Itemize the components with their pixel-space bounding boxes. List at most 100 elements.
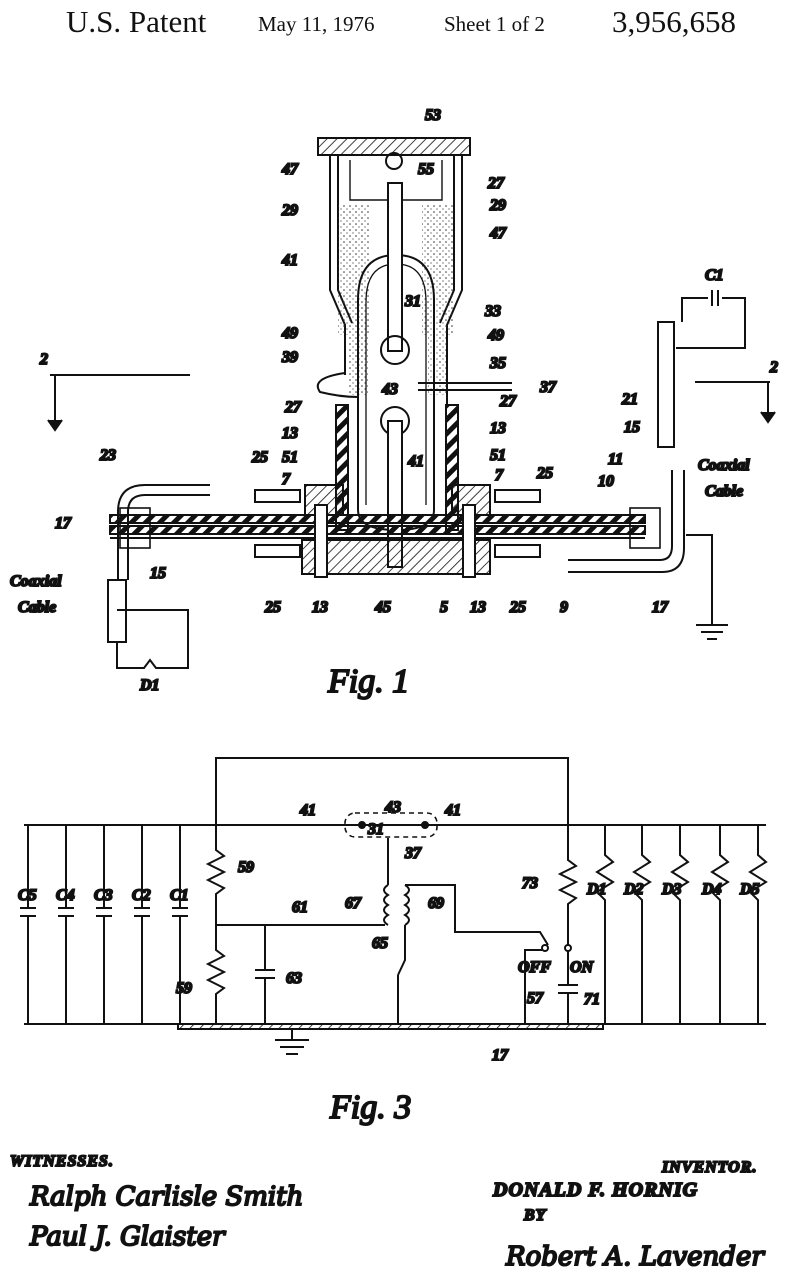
diode-d1 — [595, 825, 615, 1024]
label-23: 23 — [99, 447, 116, 464]
label-17: 17 — [492, 1047, 509, 1064]
label-d1: D1 — [586, 881, 607, 898]
label-5: 5 — [440, 599, 448, 616]
resistor-73 — [557, 825, 579, 945]
capacitor-c1 — [172, 825, 188, 1024]
label-c3: C3 — [94, 887, 113, 904]
label-57: 57 — [527, 990, 544, 1007]
label-7: 7 — [495, 467, 504, 484]
switch-57 — [524, 949, 542, 1024]
capacitor-c5 — [20, 825, 36, 1024]
label-c4: C4 — [56, 887, 75, 904]
label-41: 41 — [444, 802, 461, 819]
electrode-upper-41 — [387, 182, 403, 352]
label-d3: D3 — [661, 881, 682, 898]
label-37: 37 — [404, 845, 422, 862]
label-51: 51 — [490, 447, 506, 464]
label-31: 31 — [404, 293, 421, 310]
inventor-label: INVENTOR. — [661, 1159, 757, 1176]
label-27: 27 — [499, 393, 517, 410]
coaxial-cable-right-label: Coaxial — [698, 457, 750, 474]
outer-wall-right — [446, 155, 463, 405]
label-c1: C1 — [705, 267, 724, 284]
coaxial-cable-left-label: Coaxial — [10, 573, 62, 590]
label-c1: C1 — [170, 887, 189, 904]
label-17: 17 — [652, 599, 669, 616]
plate-10 — [109, 525, 646, 535]
label-25: 25 — [264, 599, 281, 616]
signature-block: WITNESSES. Ralph Carlisle Smith Paul J. … — [9, 1152, 766, 1273]
label-13: 13 — [490, 420, 506, 437]
rod-21 — [657, 321, 675, 448]
by-label: BY — [523, 1207, 547, 1224]
label-43: 43 — [381, 381, 398, 398]
label-d2: D2 — [623, 881, 644, 898]
label-69: 69 — [428, 895, 444, 912]
label-59: 59 — [238, 859, 254, 876]
label-49: 49 — [281, 325, 298, 342]
label-27: 27 — [284, 399, 302, 416]
label-17: 17 — [55, 515, 72, 532]
ground-strap-17 — [177, 1023, 604, 1030]
label-59: 59 — [176, 980, 192, 997]
figure3-caption: Fig. 3 — [329, 1089, 411, 1126]
sheet-indicator: Sheet 1 of 2 — [444, 12, 545, 36]
inventor-name: DONALD F. HORNIG — [492, 1179, 698, 1201]
capacitor-71 — [558, 951, 578, 1024]
label-d4: D4 — [701, 881, 722, 898]
label-45: 45 — [374, 599, 391, 616]
label-29: 29 — [281, 202, 298, 219]
label-35: 35 — [489, 355, 506, 372]
label-10: 10 — [598, 473, 614, 490]
attorney-signature: Robert A. Lavender — [505, 1242, 765, 1272]
diode-d3 — [670, 825, 690, 1024]
label-15: 15 — [150, 565, 166, 582]
patent-label: U.S. Patent — [66, 4, 207, 39]
label-d5: D5 — [739, 881, 760, 898]
label-51: 51 — [282, 449, 298, 466]
label-41: 41 — [281, 252, 298, 269]
label-63: 63 — [286, 970, 302, 987]
figure1-caption: Fig. 1 — [327, 663, 409, 700]
label-71: 71 — [584, 991, 600, 1008]
transformer-67 — [383, 884, 390, 926]
label-9: 9 — [560, 599, 568, 616]
label-c2: C2 — [132, 887, 151, 904]
label-27: 27 — [487, 175, 505, 192]
patent-date: May 11, 1976 — [258, 12, 375, 36]
label-49: 49 — [487, 327, 504, 344]
capacitor-63 — [255, 925, 275, 1024]
witness-signature-1: Ralph Carlisle Smith — [29, 1182, 303, 1212]
section-marker-left: 2 — [39, 351, 48, 368]
label-13: 13 — [470, 599, 486, 616]
label-25: 25 — [509, 599, 526, 616]
coaxial-cable-right-label: Cable — [705, 483, 743, 500]
label-15: 15 — [624, 419, 640, 436]
label-55: 55 — [418, 161, 434, 178]
label-41: 41 — [299, 802, 316, 819]
label-13: 13 — [312, 599, 328, 616]
label-31: 31 — [367, 821, 384, 838]
resistor-59-lower — [205, 925, 227, 1024]
witnesses-label: WITNESSES. — [10, 1153, 114, 1170]
ground-icon — [275, 1029, 309, 1055]
label-11: 11 — [608, 451, 623, 468]
diode-d2 — [632, 825, 652, 1024]
label-21: 21 — [621, 391, 638, 408]
outer-wall-left — [329, 155, 346, 375]
capacitor-c2 — [134, 825, 150, 1024]
base-block-5 — [301, 539, 491, 575]
label-33: 33 — [484, 303, 501, 320]
patent-number: 3,956,658 — [612, 4, 736, 39]
label-25: 25 — [536, 465, 553, 482]
capacitor-c3 — [96, 825, 112, 1024]
flashlamp-31 — [344, 812, 438, 838]
label-73: 73 — [522, 875, 538, 892]
label-7: 7 — [282, 471, 291, 488]
section-marker-right: 2 — [769, 359, 778, 376]
label-47: 47 — [489, 225, 507, 242]
transformer-69 — [403, 884, 410, 926]
trigger-wire-37 — [418, 382, 512, 391]
label-65: 65 — [372, 935, 388, 952]
